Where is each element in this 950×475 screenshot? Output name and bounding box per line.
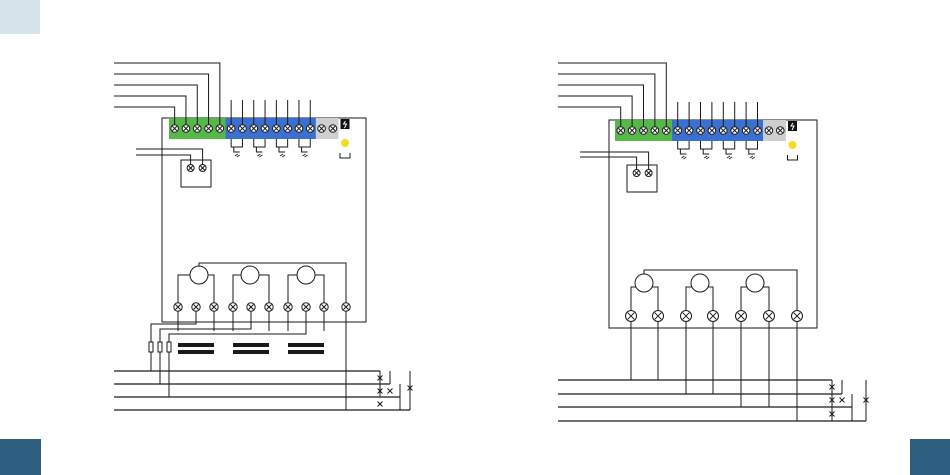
terminal-screw-icon bbox=[193, 125, 201, 133]
terminal-screw-icon bbox=[777, 127, 785, 135]
measurement-loop-icon bbox=[635, 274, 653, 292]
terminal-screw-icon bbox=[628, 127, 636, 135]
phase-out bbox=[658, 321, 680, 380]
current-transformer-icon bbox=[288, 343, 324, 347]
terminal-screw-icon bbox=[318, 125, 326, 133]
terminal-screw-icon bbox=[754, 127, 762, 135]
terminal-screw-icon bbox=[302, 303, 310, 311]
terminal-screw-icon bbox=[187, 165, 194, 172]
warning-dot bbox=[789, 141, 797, 149]
terminal-screw-icon bbox=[216, 125, 224, 133]
terminal-screw-icon bbox=[663, 127, 671, 135]
input-wire bbox=[558, 63, 666, 127]
measurement-loop-icon bbox=[746, 274, 764, 292]
terminal-screw-icon bbox=[210, 303, 218, 311]
fuse-icon bbox=[167, 342, 171, 352]
current-transformer-icon bbox=[178, 350, 214, 354]
fuse-icon bbox=[158, 342, 162, 352]
terminal-screw-icon bbox=[674, 127, 682, 135]
input-wire bbox=[114, 63, 220, 125]
terminal-screw-icon bbox=[227, 125, 235, 133]
measurement-loop-icon bbox=[297, 266, 315, 284]
terminal-screw-icon bbox=[284, 125, 292, 133]
terminal-screw-icon bbox=[731, 127, 739, 135]
terminal-screw-icon bbox=[306, 125, 314, 133]
terminal-screw-icon bbox=[295, 125, 303, 133]
terminal-screw-icon bbox=[192, 303, 200, 311]
terminal-screw-icon bbox=[617, 127, 625, 135]
terminal-screw-icon bbox=[765, 127, 773, 135]
terminal-screw-icon bbox=[640, 127, 648, 135]
terminal-screw-icon bbox=[265, 303, 273, 311]
terminal-screw-icon bbox=[171, 125, 179, 133]
terminal-screw-icon bbox=[653, 311, 664, 322]
warning-dot bbox=[341, 139, 349, 147]
terminal-screw-icon bbox=[261, 125, 269, 133]
current-transformer-icon bbox=[178, 343, 214, 347]
terminal-screw-icon bbox=[681, 311, 692, 322]
terminal-screw-icon bbox=[239, 125, 247, 133]
terminal-screw-icon bbox=[250, 125, 258, 133]
wire-cross-icon bbox=[388, 389, 393, 394]
wire-cross-icon bbox=[840, 398, 845, 403]
input-wire bbox=[558, 74, 655, 127]
fuse-icon bbox=[149, 342, 153, 352]
terminal-screw-icon bbox=[736, 311, 747, 322]
measurement-loop-icon bbox=[190, 266, 208, 284]
terminal-screw-icon bbox=[708, 127, 716, 135]
input-wire bbox=[114, 74, 209, 125]
terminal-screw-icon bbox=[685, 127, 693, 135]
auxiliary-terminal-box bbox=[181, 160, 211, 187]
terminal-screw-icon bbox=[284, 303, 292, 311]
terminal-screw-icon bbox=[199, 165, 206, 172]
terminal-screw-icon bbox=[742, 127, 750, 135]
terminal-screw-icon bbox=[229, 303, 237, 311]
terminal-screw-icon bbox=[645, 170, 652, 177]
terminal-screw-icon bbox=[329, 125, 337, 133]
measurement-loop-icon bbox=[691, 274, 709, 292]
terminal-screw-icon bbox=[247, 303, 255, 311]
terminal-screw-icon bbox=[697, 127, 705, 135]
wire-cross-icon bbox=[378, 402, 383, 407]
wiring-diagram-direct-connection bbox=[558, 63, 869, 421]
measurement-loop-icon bbox=[241, 266, 259, 284]
terminal-screw-icon bbox=[792, 311, 803, 322]
terminal-screw-icon bbox=[633, 170, 640, 177]
auxiliary-terminal-box bbox=[627, 165, 657, 192]
terminal-screw-icon bbox=[708, 311, 719, 322]
wiring-diagram-ct-connection bbox=[114, 63, 413, 410]
terminal-screw-icon bbox=[720, 127, 728, 135]
terminal-screw-icon bbox=[342, 303, 350, 311]
terminal-screw-icon bbox=[205, 125, 213, 133]
terminal-screw-icon bbox=[320, 303, 328, 311]
current-transformer-icon bbox=[233, 350, 269, 354]
terminal-screw-icon bbox=[651, 127, 659, 135]
terminal-screw-icon bbox=[182, 125, 190, 133]
terminal-screw-icon bbox=[174, 303, 182, 311]
current-transformer-icon bbox=[288, 350, 324, 354]
terminal-screw-icon bbox=[273, 125, 281, 133]
current-transformer-icon bbox=[233, 343, 269, 347]
terminal-screw-icon bbox=[764, 311, 775, 322]
terminal-screw-icon bbox=[626, 311, 637, 322]
